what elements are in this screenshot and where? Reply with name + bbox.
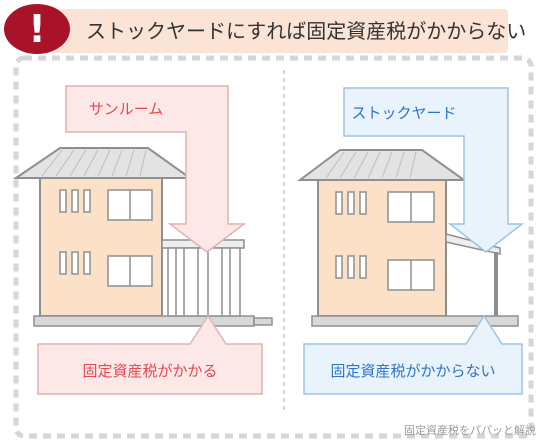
- stockyard-label: ストックヤード: [351, 104, 457, 122]
- right-ground: [311, 315, 519, 327]
- right-house-window: [387, 191, 435, 291]
- left-top-callout: [65, 85, 247, 253]
- left-house-window: [107, 189, 153, 287]
- left-bottom-callout: [37, 314, 263, 395]
- sunroom-label: サンルーム: [88, 100, 164, 118]
- right-house: [297, 149, 519, 327]
- right-top-callout: [343, 87, 525, 253]
- footer-credit: 固定資産税をパパッと解説: [404, 424, 536, 437]
- left-tax-label: 固定資産税がかかる: [82, 362, 218, 380]
- outer-dashed-frame: [13, 55, 534, 439]
- left-ground: [33, 315, 255, 327]
- right-house-roof: [297, 149, 468, 181]
- right-bottom-callout: [303, 314, 523, 395]
- page-title: ストックヤードにすれば固定資産税がかからない: [86, 19, 527, 43]
- title-bar: [50, 9, 508, 53]
- left-house: [12, 147, 273, 327]
- alert-icon: !: [4, 4, 70, 54]
- right-tax-label: 固定資産税がかからない: [330, 362, 496, 380]
- left-house-roof: [12, 147, 194, 179]
- sunroom: [161, 239, 245, 317]
